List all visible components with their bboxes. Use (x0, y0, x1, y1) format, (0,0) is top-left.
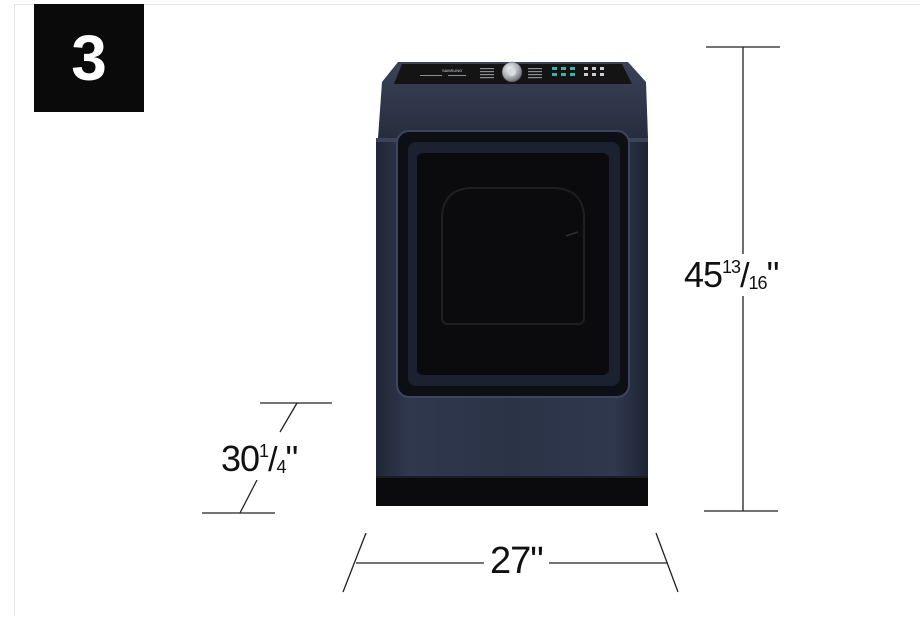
width-whole: 27 (490, 540, 531, 582)
panel-display (584, 67, 604, 76)
dryer: SAMSUNG (376, 61, 648, 506)
image-frame (14, 4, 920, 616)
depth-numerator: 1 (259, 441, 269, 461)
height-unit: " (766, 254, 780, 295)
brand-logo: SAMSUNG (442, 68, 462, 73)
depth-dimension-line (202, 402, 332, 514)
height-numerator: 13 (722, 257, 741, 277)
step-number-badge: 3 (34, 4, 144, 112)
panel-markings (420, 68, 542, 79)
height-whole: 45 (684, 254, 723, 295)
height-denominator: 16 (748, 273, 768, 293)
depth-unit: " (285, 438, 299, 479)
width-unit: " (530, 540, 543, 582)
door-glass (417, 153, 609, 375)
depth-dimension-label: 301/4" (219, 438, 300, 480)
step-number: 3 (71, 22, 107, 94)
depth-denominator: 4 (276, 457, 287, 477)
depth-whole: 30 (221, 438, 260, 479)
base-kickplate (376, 476, 648, 506)
width-dimension-label: 27" (484, 540, 549, 583)
panel-buttons (552, 67, 575, 76)
width-dimension-line (342, 532, 679, 593)
height-dimension-label: 4513/16" (682, 254, 781, 296)
